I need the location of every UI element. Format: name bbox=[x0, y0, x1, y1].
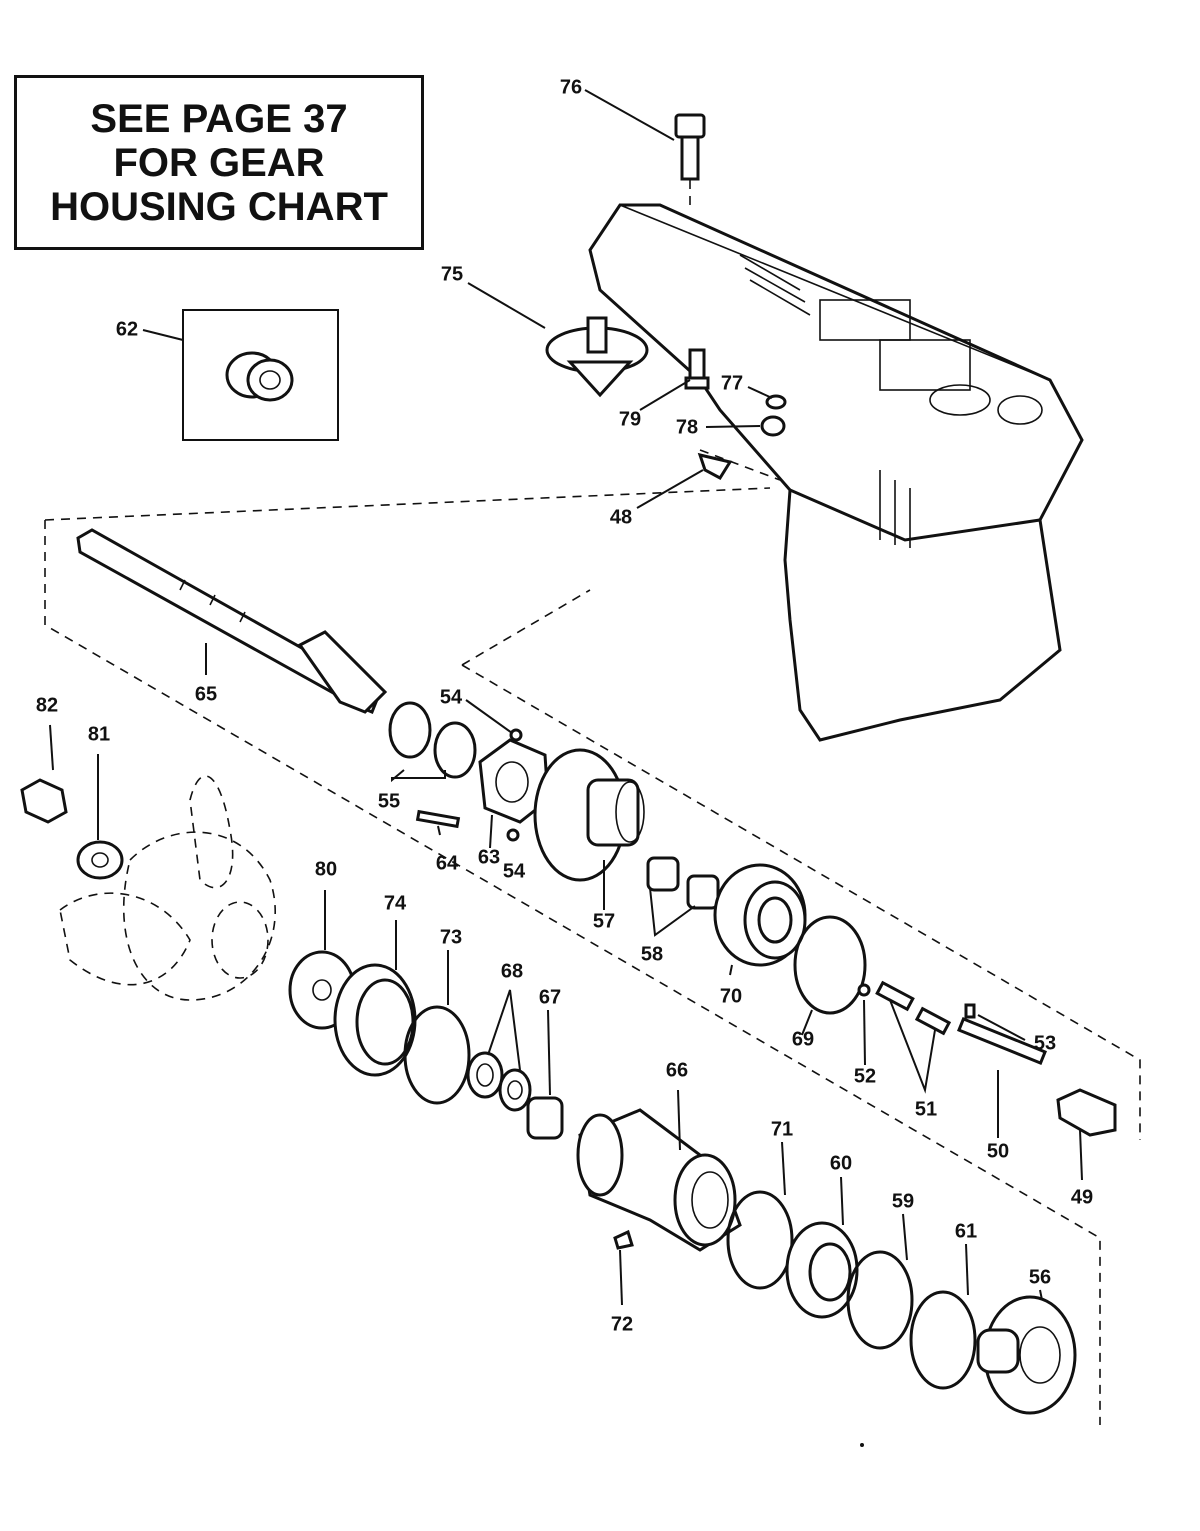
propeller-shaft-65 bbox=[76, 528, 388, 714]
propeller-outline bbox=[59, 775, 276, 1001]
callout-66: 66 bbox=[666, 1059, 688, 1081]
bearings-58 bbox=[646, 856, 720, 910]
callout-82: 82 bbox=[36, 694, 58, 716]
callout-75: 75 bbox=[441, 263, 463, 285]
callout-73: 73 bbox=[440, 926, 462, 948]
callout-55: 55 bbox=[378, 790, 400, 812]
callout-50: 50 bbox=[987, 1140, 1009, 1162]
callout-71: 71 bbox=[771, 1118, 793, 1140]
gear-housing bbox=[588, 203, 1084, 742]
callout-59: 59 bbox=[892, 1190, 914, 1212]
trim-tab-75 bbox=[545, 316, 649, 398]
gear-57 bbox=[533, 748, 645, 882]
bearing-70 bbox=[713, 863, 867, 1015]
callout-74: 74 bbox=[384, 892, 407, 914]
callout-53: 53 bbox=[1034, 1032, 1056, 1054]
rear-washers bbox=[288, 950, 471, 1105]
callout-63: 63 bbox=[478, 846, 500, 868]
see-page-note: SEE PAGE 37 FOR GEAR HOUSING CHART bbox=[14, 75, 424, 250]
rear-gear-group bbox=[726, 1190, 1077, 1415]
callout-51: 51 bbox=[915, 1098, 937, 1120]
callout-60: 60 bbox=[830, 1152, 852, 1174]
callout-70: 70 bbox=[720, 985, 742, 1007]
callout-81: 81 bbox=[88, 723, 110, 745]
callout-62: 62 bbox=[116, 318, 138, 340]
clutch-group bbox=[388, 701, 550, 842]
callout-72: 72 bbox=[611, 1313, 633, 1335]
nut-washer bbox=[20, 778, 124, 880]
callout-54-bottom: 54 bbox=[503, 860, 526, 882]
callout-79: 79 bbox=[619, 408, 641, 430]
callout-61: 61 bbox=[955, 1220, 977, 1242]
leader-lines bbox=[49, 89, 1083, 1306]
callout-54-top: 54 bbox=[440, 686, 463, 708]
callout-67: 67 bbox=[539, 986, 561, 1008]
callout-58: 58 bbox=[641, 943, 663, 965]
callout-78: 78 bbox=[676, 416, 698, 438]
bearing-carrier-66 bbox=[576, 1108, 742, 1252]
callout-57: 57 bbox=[593, 910, 615, 932]
callout-labels: 76 75 62 79 77 78 48 65 54 82 81 55 64 6… bbox=[36, 76, 1093, 1335]
inset-62 bbox=[182, 309, 339, 441]
callout-49: 49 bbox=[1071, 1186, 1093, 1208]
seals-68 bbox=[466, 1051, 564, 1140]
callout-56: 56 bbox=[1029, 1266, 1051, 1288]
callout-68: 68 bbox=[501, 960, 523, 982]
note-line-2: FOR GEAR bbox=[113, 140, 325, 185]
shift-group bbox=[857, 980, 1117, 1137]
note-line-1: SEE PAGE 37 bbox=[90, 96, 348, 141]
note-line-3: HOUSING CHART bbox=[50, 184, 388, 229]
callout-77: 77 bbox=[721, 372, 743, 394]
stray-dot bbox=[860, 1443, 864, 1447]
callout-69: 69 bbox=[792, 1028, 814, 1050]
callout-64: 64 bbox=[436, 852, 459, 874]
bolt-76 bbox=[674, 113, 706, 210]
callout-76: 76 bbox=[560, 76, 582, 98]
callout-80: 80 bbox=[315, 858, 337, 880]
callout-48: 48 bbox=[610, 506, 632, 528]
callout-65: 65 bbox=[195, 683, 217, 705]
callout-52: 52 bbox=[854, 1065, 876, 1087]
small-fasteners bbox=[684, 348, 787, 480]
